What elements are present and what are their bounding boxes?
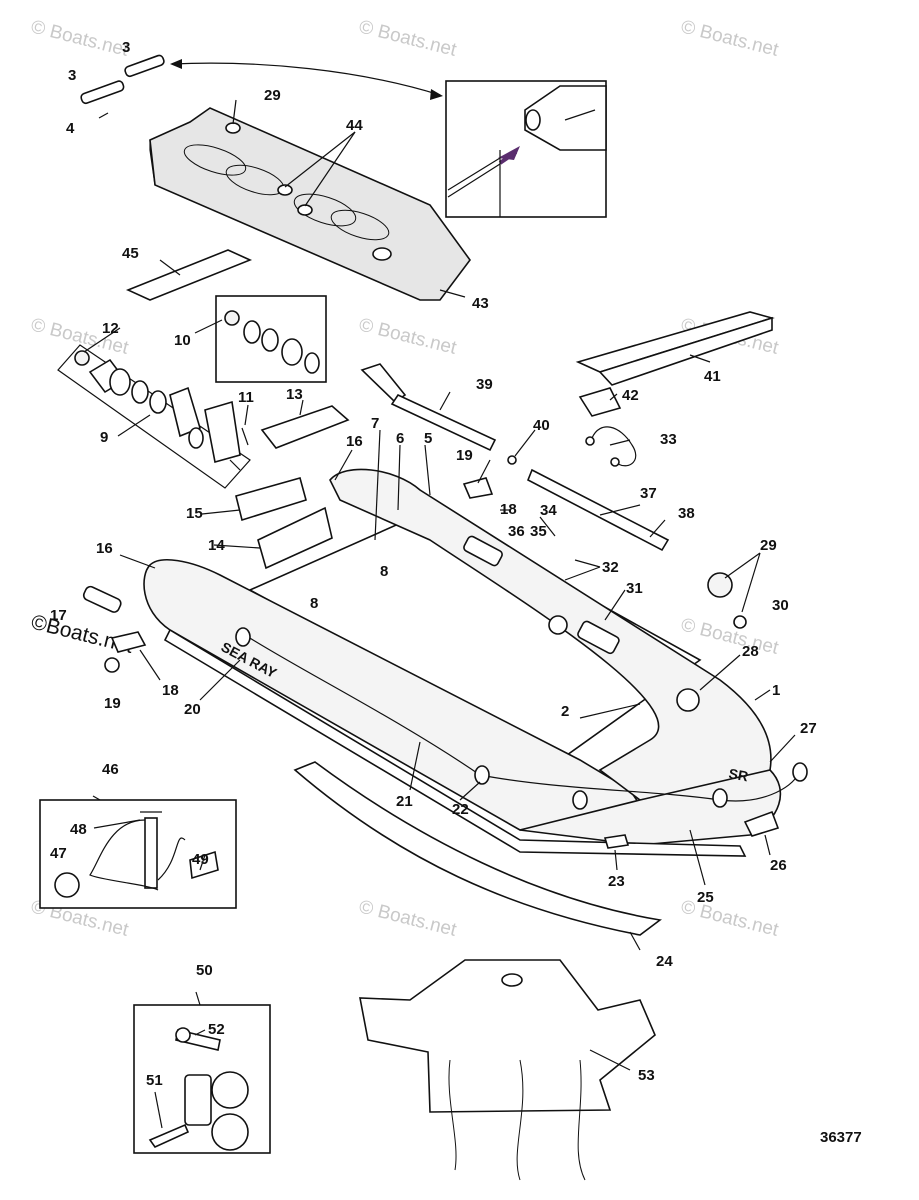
callout-3: 3: [68, 67, 76, 84]
callout-42: 42: [622, 387, 639, 404]
watermark: © Boats.net: [357, 896, 459, 941]
callout-7: 7: [371, 415, 379, 432]
pump-kit-box-46: [39, 799, 237, 909]
watermark: © Boats.net: [679, 896, 781, 941]
inflatable-boat-hull: SEA RAY SR: [143, 468, 808, 857]
plate-14: [257, 506, 333, 570]
callout-23: 23: [608, 873, 625, 890]
callout-17: 17: [50, 607, 67, 624]
repair-kit-box-50: [133, 1004, 271, 1154]
callout-28: 28: [742, 643, 759, 660]
callout-47: 47: [50, 845, 67, 862]
valve-assembly-9: [57, 344, 251, 489]
callout-40: 40: [533, 417, 550, 434]
pole-37: [526, 468, 670, 552]
callout-11: 11: [238, 389, 254, 406]
watermark: © Boats.net: [679, 614, 781, 659]
callout-51: 51: [146, 1072, 163, 1089]
callout-27: 27: [800, 720, 817, 737]
watermark: © Boats.net: [357, 16, 459, 61]
callout-1: 1: [772, 682, 780, 699]
cord-33: [591, 426, 637, 467]
callout-34: 34: [540, 502, 557, 519]
callout-35: 35: [530, 523, 547, 540]
callout-37: 37: [640, 485, 657, 502]
callout-18: 18: [500, 501, 517, 518]
callout-33: 33: [660, 431, 677, 448]
watermark: © Boats.net: [29, 16, 131, 61]
callout-6: 6: [396, 430, 404, 447]
callout-19: 19: [104, 695, 121, 712]
callout-25: 25: [697, 889, 714, 906]
callout-29: 29: [760, 537, 777, 554]
callout-32: 32: [602, 559, 619, 576]
detail-inset-pin: [445, 80, 607, 218]
callout-13: 13: [286, 386, 303, 403]
callout-19: 19: [456, 447, 473, 464]
diagram-number: 36377: [820, 1129, 862, 1146]
callout-46: 46: [102, 761, 119, 778]
callout-41: 41: [704, 368, 721, 385]
watermark: © Boats.net: [357, 314, 459, 359]
callout-22: 22: [452, 801, 469, 818]
callout-16: 16: [96, 540, 113, 557]
callout-10: 10: [174, 332, 191, 349]
ring-19: [104, 657, 120, 673]
bracket-42: [578, 387, 622, 417]
callout-8: 8: [310, 595, 318, 612]
callout-38: 38: [678, 505, 695, 522]
callout-26: 26: [770, 857, 787, 874]
callout-39: 39: [476, 376, 493, 393]
floorboard-43: [149, 107, 471, 301]
cover-53: [359, 959, 656, 1181]
callout-labels: 3 3 4 29 44 45 43 12 10 9 11 13 39 41 42…: [50, 39, 817, 1089]
callout-14: 14: [208, 537, 225, 554]
oar-39: [360, 363, 497, 452]
pins-3: [80, 54, 165, 119]
callout-48: 48: [70, 821, 87, 838]
callout-45: 45: [122, 245, 139, 262]
callout-2: 2: [561, 703, 569, 720]
leader-lines: [83, 99, 796, 1129]
callout-12: 12: [102, 320, 119, 337]
callout-44: 44: [346, 117, 363, 134]
callout-30: 30: [772, 597, 789, 614]
callout-24: 24: [656, 953, 673, 970]
callout-5: 5: [424, 430, 432, 447]
callout-16: 16: [346, 433, 363, 450]
callout-50: 50: [196, 962, 213, 979]
callout-18: 18: [162, 682, 179, 699]
hull-badge-text: SR: [727, 765, 749, 784]
callout-52: 52: [208, 1021, 225, 1038]
callout-31: 31: [626, 580, 643, 597]
seat-41: [575, 311, 775, 386]
callout-49: 49: [192, 851, 209, 868]
valve-29: [707, 572, 747, 629]
callout-43: 43: [472, 295, 489, 312]
callout-20: 20: [184, 701, 201, 718]
callout-15: 15: [186, 505, 203, 522]
strip-45: [125, 249, 253, 301]
patch-18: [110, 631, 147, 653]
callout-8: 8: [380, 563, 388, 580]
callout-3: 3: [122, 39, 130, 56]
callout-4: 4: [66, 120, 75, 137]
patch-13: [260, 405, 350, 449]
strip-24: [293, 761, 662, 936]
callout-36: 36: [508, 523, 525, 540]
watermark: © Boats.net: [679, 16, 781, 61]
valve-kit-box-10: [215, 295, 327, 383]
callout-21: 21: [396, 793, 413, 810]
callout-29: 29: [264, 87, 281, 104]
callout-53: 53: [638, 1067, 655, 1084]
callout-9: 9: [100, 429, 108, 446]
handle-17: [82, 585, 122, 613]
plate-15: [235, 477, 307, 522]
